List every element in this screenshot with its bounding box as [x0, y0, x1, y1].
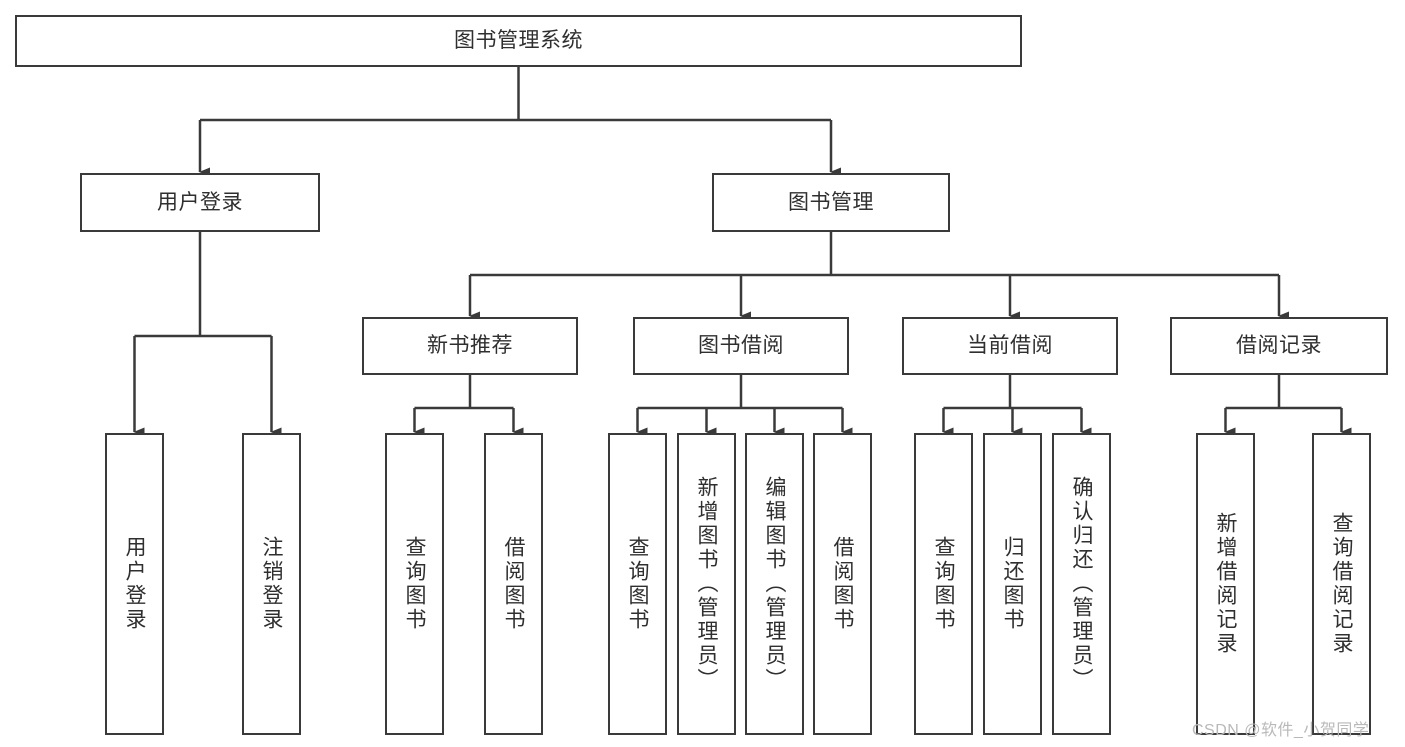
node-new-book-recommend[interactable]: 新书推荐 [362, 317, 578, 375]
node-label: 确认归还（管理员） [1070, 476, 1093, 692]
node-leaf-logout[interactable]: 注销登录 [242, 433, 301, 735]
node-root[interactable]: 图书管理系统 [15, 15, 1022, 67]
node-leaf-query-book-current[interactable]: 查询图书 [914, 433, 973, 735]
csdn-watermark: CSDN @软件_小贺同学 [1192, 722, 1370, 739]
node-label: 图书管理系统 [454, 29, 583, 53]
node-label: 图书管理 [788, 190, 874, 214]
node-leaf-add-borrow-record[interactable]: 新增借阅记录 [1196, 433, 1255, 735]
node-leaf-return-book[interactable]: 归还图书 [983, 433, 1042, 735]
node-label: 新增图书（管理员） [695, 476, 718, 692]
node-leaf-borrow-book-rec[interactable]: 借阅图书 [484, 433, 543, 735]
node-label: 图书借阅 [698, 334, 784, 358]
node-label: 编辑图书（管理员） [763, 476, 786, 692]
node-label: 查询图书 [626, 536, 649, 632]
node-book-manage[interactable]: 图书管理 [712, 173, 950, 232]
node-label: 归还图书 [1001, 536, 1024, 632]
node-leaf-edit-book-admin[interactable]: 编辑图书（管理员） [745, 433, 804, 735]
node-leaf-query-book-borrow[interactable]: 查询图书 [608, 433, 667, 735]
node-leaf-query-borrow-record[interactable]: 查询借阅记录 [1312, 433, 1371, 735]
node-leaf-confirm-return-admin[interactable]: 确认归还（管理员） [1052, 433, 1111, 735]
node-leaf-add-book-admin[interactable]: 新增图书（管理员） [677, 433, 736, 735]
node-label: 查询借阅记录 [1330, 512, 1353, 656]
node-current-borrow[interactable]: 当前借阅 [902, 317, 1118, 375]
node-label: 查询图书 [932, 536, 955, 632]
node-label: 当前借阅 [967, 334, 1053, 358]
node-label: 新增借阅记录 [1214, 512, 1237, 656]
node-label: 注销登录 [260, 536, 283, 632]
node-borrow-record[interactable]: 借阅记录 [1170, 317, 1388, 375]
node-label: 用户登录 [157, 190, 243, 214]
node-leaf-borrow-book[interactable]: 借阅图书 [813, 433, 872, 735]
node-book-borrow[interactable]: 图书借阅 [633, 317, 849, 375]
node-user-login[interactable]: 用户登录 [80, 173, 320, 232]
node-leaf-query-book-rec[interactable]: 查询图书 [385, 433, 444, 735]
node-leaf-user-login[interactable]: 用户登录 [105, 433, 164, 735]
node-label: 借阅记录 [1236, 334, 1322, 358]
node-label: 借阅图书 [831, 536, 854, 632]
node-label: 查询图书 [403, 536, 426, 632]
node-label: 借阅图书 [502, 536, 525, 632]
node-label: 用户登录 [123, 536, 146, 632]
node-label: 新书推荐 [427, 334, 513, 358]
